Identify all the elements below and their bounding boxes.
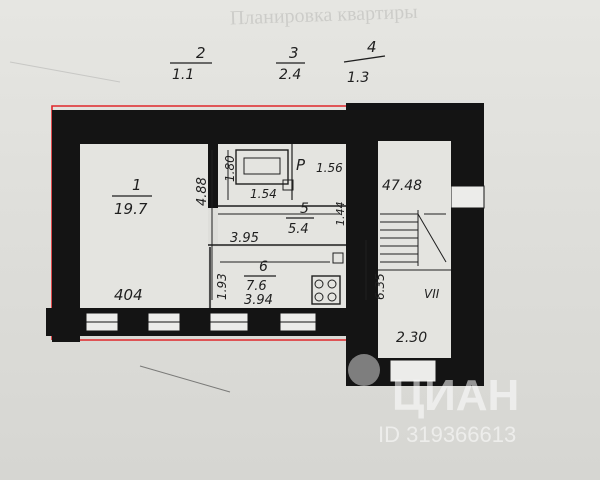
room-1-label: 1 19.7: [112, 176, 152, 218]
bleed-through-title: Планировка квартиры: [230, 1, 418, 30]
top-label-3: 3 2.4: [276, 44, 305, 83]
svg-text:1.3: 1.3: [347, 70, 369, 86]
bathtub-inner: [243, 157, 281, 175]
stair-label: VII: [424, 287, 440, 301]
svg-text:ЦИАН: ЦИАН: [392, 371, 519, 420]
dim-395: 3.95: [230, 231, 259, 246]
svg-text:7.6: 7.6: [246, 279, 267, 294]
top-label-4: 4 1.3: [343, 38, 386, 86]
corridor-5: [218, 207, 346, 245]
svg-text:6: 6: [259, 259, 268, 275]
svg-text:2.4: 2.4: [279, 67, 301, 83]
sink: [282, 179, 294, 191]
svg-text:3: 3: [289, 44, 299, 62]
room-1: [80, 144, 208, 308]
room-5-label: 5 5.4: [286, 201, 314, 237]
dim-404: 404: [114, 286, 143, 304]
kitchen-6: [212, 247, 346, 308]
svg-text:5: 5: [300, 201, 309, 217]
svg-text:4: 4: [367, 38, 377, 56]
dim-488: 4.88: [195, 177, 210, 206]
bathtub: [235, 149, 289, 185]
dim-156: 1.56: [316, 161, 343, 175]
meter-symbol: Р: [296, 156, 306, 174]
dim-154: 1.54: [250, 187, 277, 201]
svg-text:19.7: 19.7: [114, 200, 148, 218]
cian-watermark: ЦИАН ID 319366613: [348, 354, 519, 447]
dim-635: 6.35: [373, 273, 387, 300]
dim-394: 3.94: [244, 293, 273, 308]
bathroom: [218, 144, 346, 206]
top-label-2: 2 1.1: [170, 44, 212, 83]
cian-logo-icon: [348, 354, 380, 386]
sink-kitchen: [332, 252, 344, 264]
stair-steps: [380, 210, 447, 266]
dimension-lines: [211, 150, 367, 300]
faint-line: [9, 61, 121, 83]
dim-193: 1.93: [215, 273, 229, 300]
pen-stroke: [139, 365, 231, 393]
stairwell: [378, 141, 451, 358]
svg-text:1.1: 1.1: [172, 67, 194, 83]
dim-230: 2.30: [396, 330, 427, 346]
dim-4748: 47.48: [382, 178, 422, 194]
dim-180: 1.80: [223, 155, 237, 182]
svg-text:1: 1: [132, 176, 142, 194]
svg-text:2: 2: [196, 44, 206, 62]
room-6-label: 6 7.6: [244, 259, 276, 294]
dim-144: 1.44: [334, 202, 347, 227]
svg-text:5.4: 5.4: [288, 222, 309, 237]
svg-text:ID 319366613: ID 319366613: [378, 422, 516, 447]
stove: [311, 275, 341, 305]
